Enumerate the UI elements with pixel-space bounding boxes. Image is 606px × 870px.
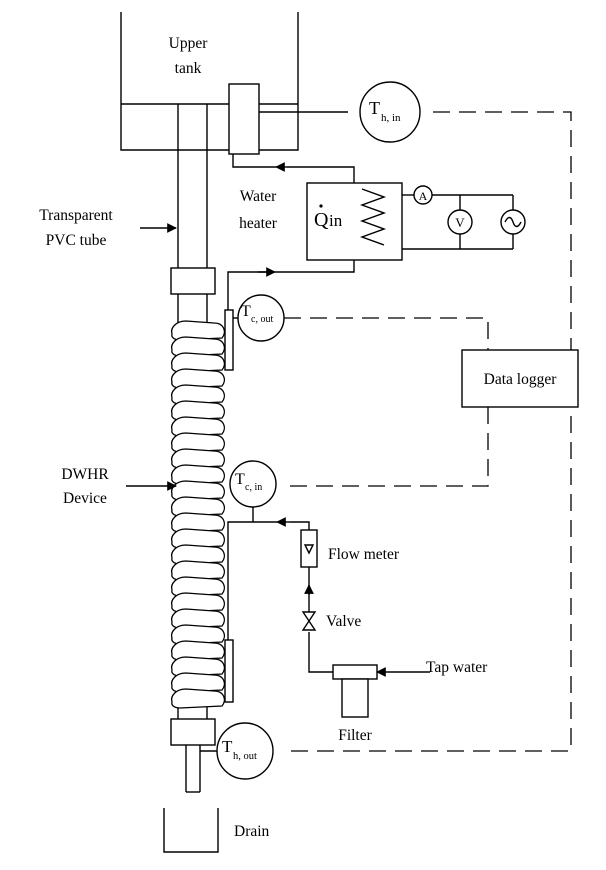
coil-lower-manifold — [224, 639, 234, 703]
tap-water-label: Tap water — [426, 659, 488, 676]
coil-winding — [170, 480, 225, 501]
coil-winding — [170, 352, 225, 373]
coil-winding — [170, 400, 225, 421]
sensor-tc-out-sub: c, out — [251, 314, 273, 325]
coil-winding — [170, 576, 225, 597]
upper-tank — [120, 12, 299, 151]
coil-winding — [170, 608, 225, 629]
water-heater-label: Water — [240, 188, 277, 205]
sensor-th-in — [359, 81, 421, 143]
voltmeter-label: V — [455, 215, 465, 230]
upper-tank-label-2: tank — [175, 60, 202, 77]
heater-q-subscript: in — [329, 211, 343, 230]
coil-winding — [170, 416, 225, 437]
coil-winding — [170, 320, 225, 341]
sensor-th-out — [216, 722, 274, 780]
filter-label: Filter — [338, 727, 372, 744]
coil-winding — [170, 512, 225, 533]
coil-winding — [170, 432, 225, 453]
coil-winding — [170, 560, 225, 581]
sensor-th-out-label: T — [222, 737, 233, 756]
dwhr-device-label: DWHR — [61, 466, 109, 483]
coil-winding — [170, 368, 225, 389]
flow-meter-float-icon — [303, 544, 315, 555]
valve-label: Valve — [326, 613, 361, 630]
sensor-tc-in — [229, 460, 277, 508]
heater-element-icon — [359, 188, 387, 246]
dwhr-device-label-2: Device — [63, 490, 107, 507]
coil-winding — [170, 496, 225, 517]
flow-meter-label: Flow meter — [328, 546, 400, 563]
sensor-tc-in-sub: c, in — [245, 482, 262, 493]
ammeter-icon — [413, 185, 433, 205]
coil-winding — [170, 672, 225, 693]
upper-coupling — [170, 267, 216, 295]
heater-q-dot — [319, 204, 323, 208]
sensor-th-in-sub: h, in — [381, 112, 401, 124]
sensor-tc-out — [237, 294, 285, 342]
sensor-th-in-label: T — [369, 98, 380, 118]
water-heater-label-2: heater — [239, 215, 278, 232]
voltmeter-icon — [447, 209, 473, 235]
coil-upper-manifold — [224, 309, 234, 371]
sensor-th-out-sub: h, out — [233, 751, 257, 762]
upper-tank-label: Upper — [169, 35, 209, 52]
coil-winding — [170, 656, 225, 677]
coil-winding — [170, 544, 225, 565]
data-logger-label: Data logger — [484, 371, 558, 388]
filter-housing — [341, 678, 369, 718]
sensor-tc-out-label: T — [241, 303, 251, 320]
signal-wiring — [282, 111, 572, 752]
coil-winding — [170, 624, 225, 645]
coil-winding — [170, 384, 225, 405]
drain-label: Drain — [234, 823, 270, 840]
pvc-tube-label: Transparent — [39, 207, 113, 224]
heater-q-symbol: Q — [314, 209, 329, 231]
coil-winding — [170, 336, 225, 357]
filter-head — [332, 664, 378, 680]
coil-winding — [170, 448, 225, 469]
lower-coupling — [170, 718, 216, 746]
coil-winding — [170, 688, 225, 709]
coil-winding — [170, 640, 225, 661]
coil-winding — [170, 464, 225, 485]
coil-winding — [170, 528, 225, 549]
sensor-tc-in-label: T — [235, 471, 245, 488]
ammeter-label: A — [419, 189, 428, 203]
dwhr-coil — [170, 320, 225, 709]
coil-winding — [170, 592, 225, 613]
flow-meter — [300, 529, 318, 568]
drain-basin — [163, 808, 219, 853]
tank-sensor-housing — [228, 83, 260, 155]
valve-icon — [301, 611, 317, 631]
data-logger — [461, 349, 579, 408]
pvc-tube-label-2: PVC tube — [46, 232, 107, 249]
